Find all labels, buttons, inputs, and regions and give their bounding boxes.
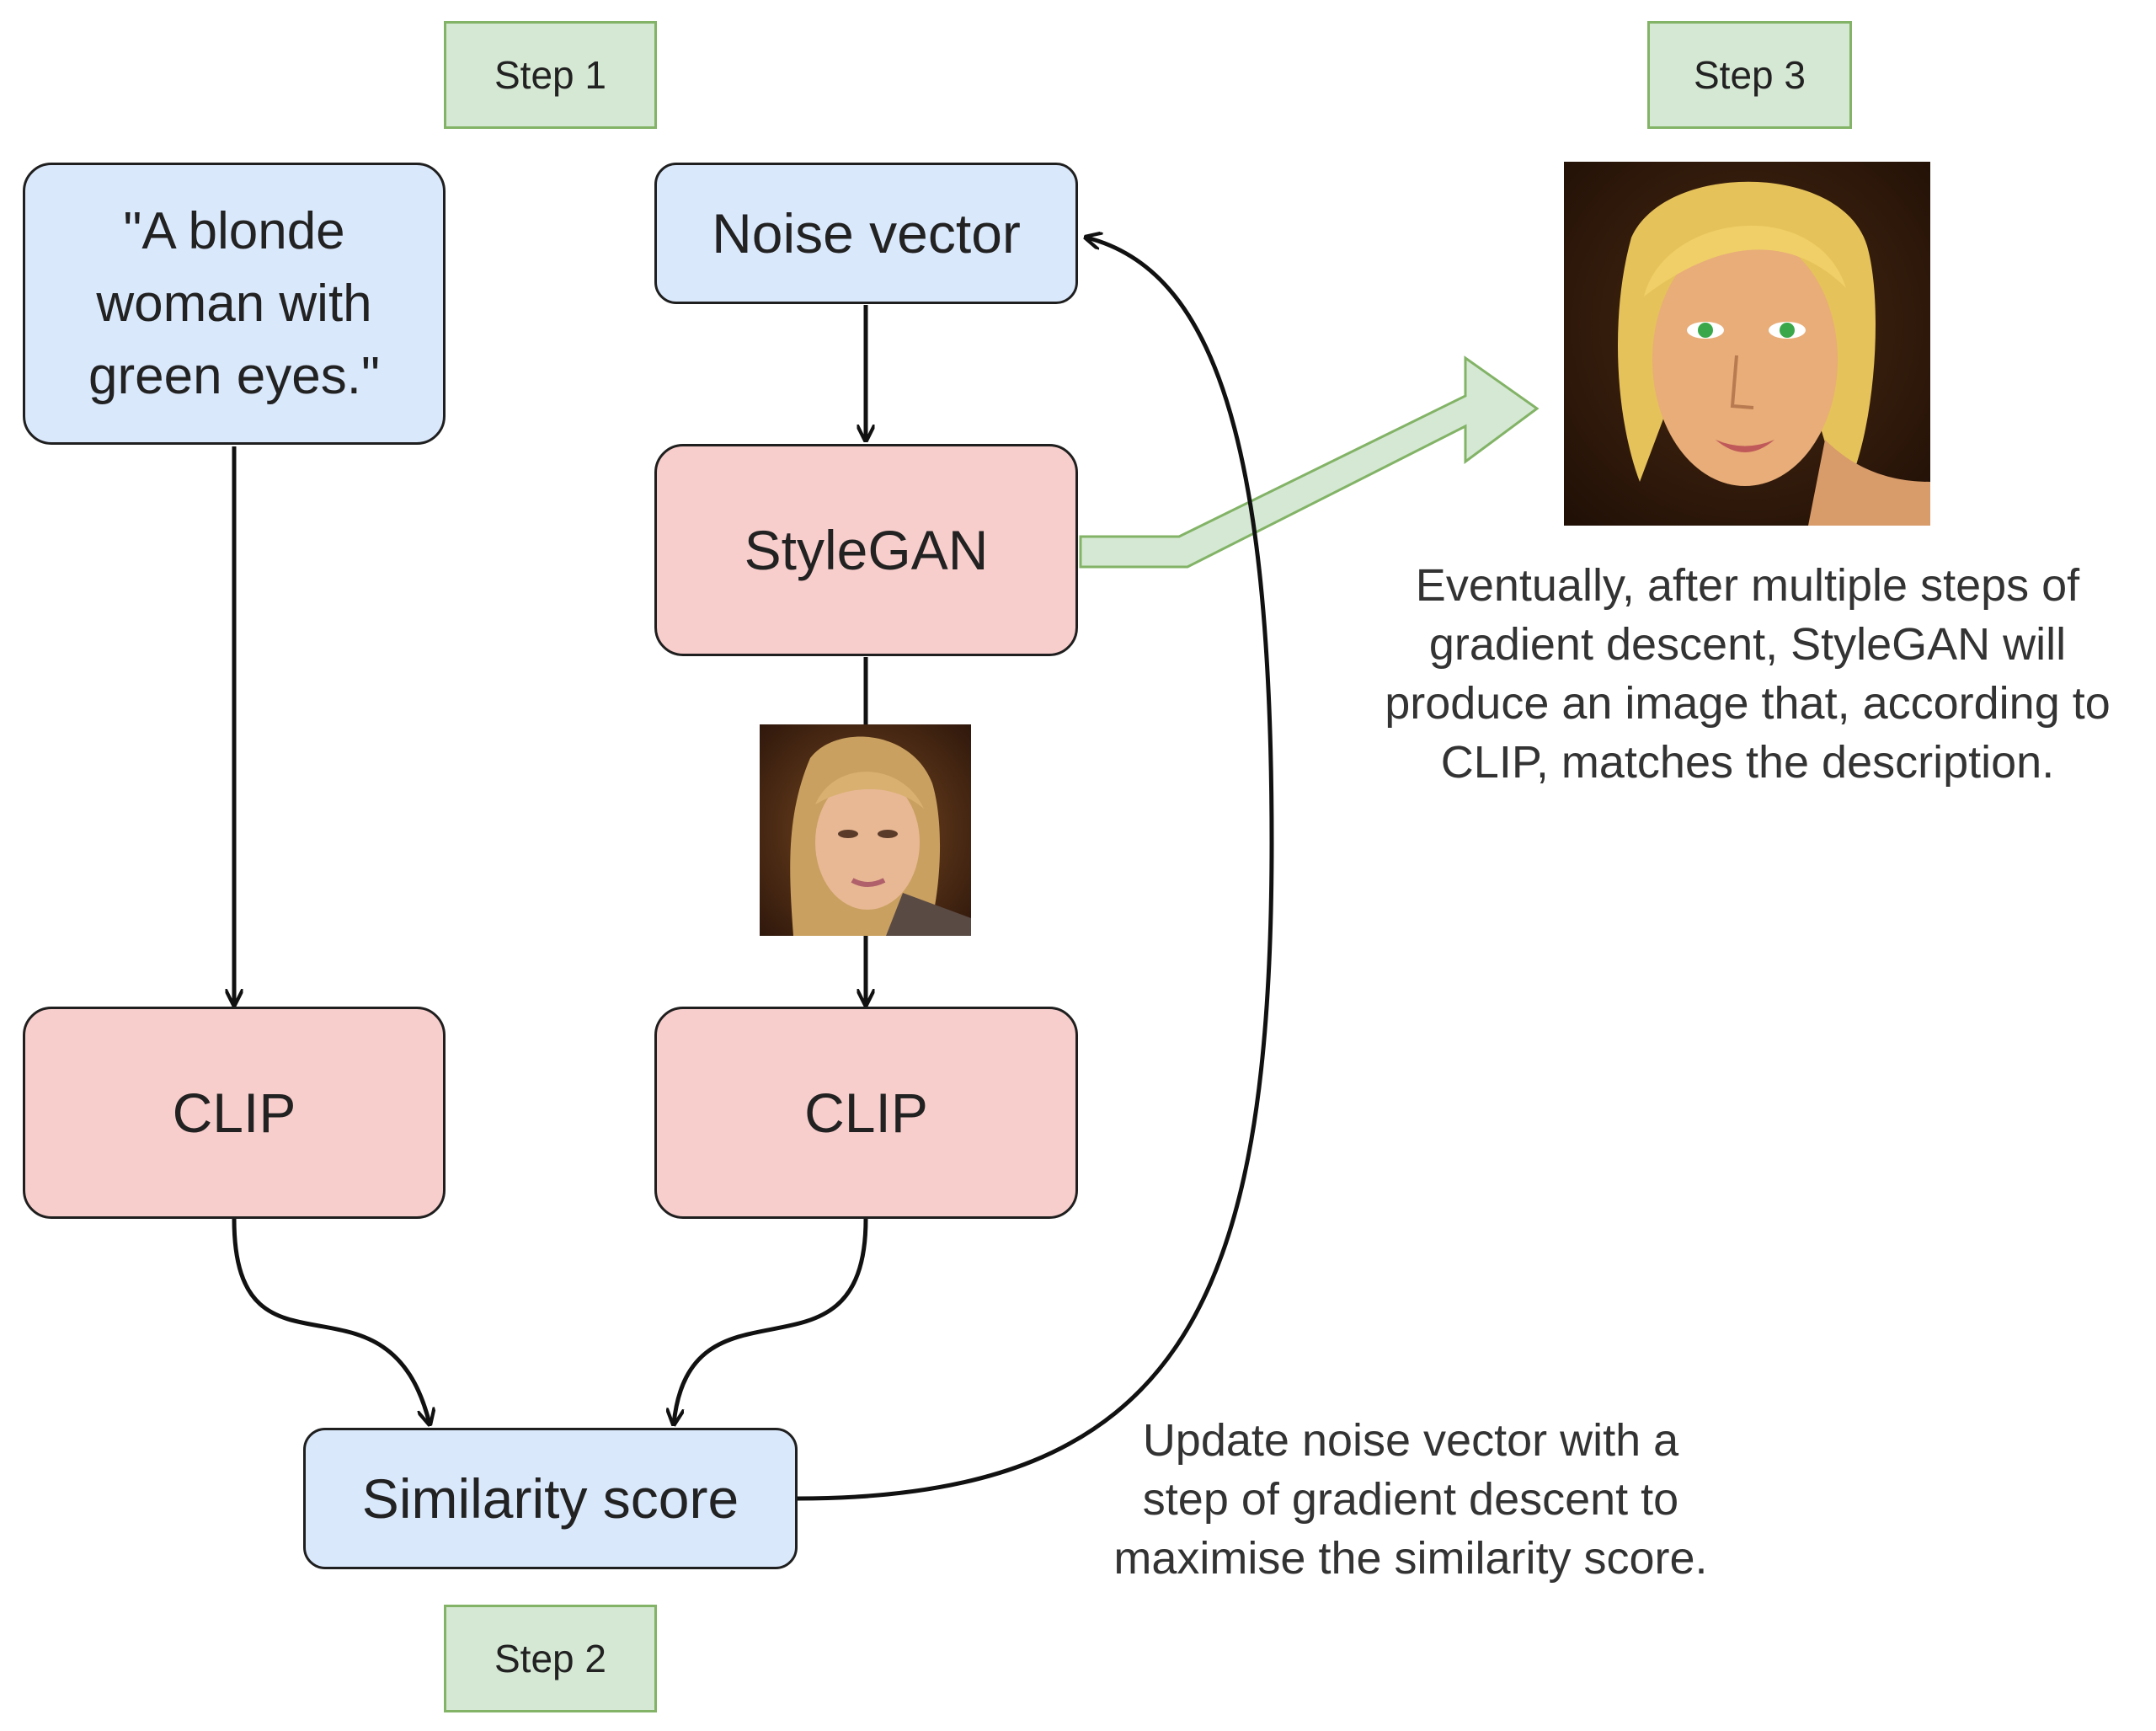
update-note-line-1: Update noise vector with a [1142,1415,1679,1466]
prompt-line-2: woman with [96,274,372,333]
stylegan-box: StyleGAN [654,444,1078,656]
final-note-line-1: Eventually, after multiple steps of [1415,560,2080,611]
clip-image-encoder-box: CLIP [654,1007,1078,1219]
similarity-score-box: Similarity score [303,1428,798,1569]
final-result-note: Eventually, after multiple steps of grad… [1348,556,2148,792]
update-note-line-2: step of gradient descent to [1142,1474,1679,1525]
intermediate-face-image [760,724,971,936]
final-note-line-4: CLIP, matches the description. [1440,737,2055,788]
final-note-line-2: gradient descent, StyleGAN will [1428,619,2067,670]
prompt-line-1: "A blonde [123,201,345,260]
noise-vector-box: Noise vector [654,163,1078,304]
prompt-line-3: green eyes." [88,346,380,405]
arrow-clip-text-to-similarity [232,1218,430,1424]
arrow-clip-image-to-similarity [674,1218,868,1424]
output-arrow [1079,355,1540,569]
clip-text-encoder-box: CLIP [23,1007,446,1219]
update-note-line-3: maximise the similarity score. [1113,1533,1708,1584]
step-3-label: Step 3 [1647,21,1852,129]
final-note-line-3: produce an image that, according to [1385,678,2111,729]
final-face-image [1564,162,1930,526]
step-1-label: Step 1 [444,21,657,129]
text-prompt-box: "A blonde woman with green eyes." [23,163,446,445]
step-2-label: Step 2 [444,1605,657,1712]
arrow-feedback-loop [797,238,1274,1501]
update-step-note: Update noise vector with a step of gradi… [1057,1411,1764,1588]
